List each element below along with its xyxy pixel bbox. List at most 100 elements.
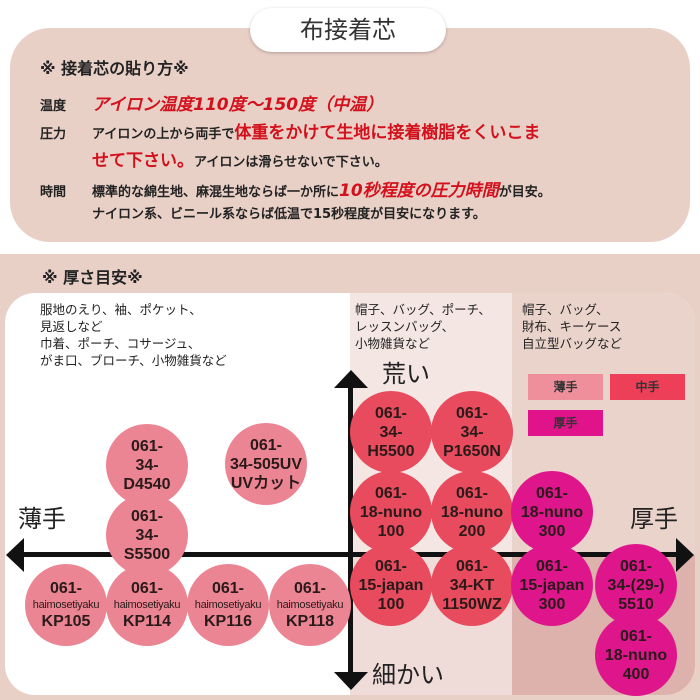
product-code-line: H5500 — [367, 442, 415, 460]
product-code-line: 061- — [374, 557, 408, 575]
temp-text: アイロン温度110度～150度（中温） — [92, 95, 384, 115]
product-code-line: KP116 — [203, 613, 253, 630]
product-code-line: 061- — [374, 404, 408, 422]
pressure-text2: アイロンは滑らせないで下さい。 — [194, 155, 388, 170]
product-circle-34-29--5510: 061-34-(29-)5510 — [595, 544, 677, 626]
product-circle-34--s5500: 061-34-S5500 — [106, 494, 188, 576]
product-code-line: haimosetiyaku — [276, 599, 344, 611]
product-code-line: 34-(29-) — [607, 576, 665, 594]
product-code-line: 18-nuno — [520, 503, 584, 521]
product-code-line: haimosetiyaku — [113, 599, 181, 611]
legend-thin: 薄手 — [528, 374, 603, 400]
product-code-line: 061- — [535, 557, 569, 575]
axis-label-thin: 薄手 — [18, 505, 66, 533]
product-code-line: 34- — [379, 423, 403, 441]
column-medium-uses: 帽子、バッグ、ポーチ、 レッスンバッグ、 小物雑貨など — [355, 302, 491, 351]
product-code-line: 100 — [377, 595, 405, 613]
product-code-line: 34- — [460, 423, 484, 441]
column-thin-uses: 服地のえり、袖、ポケット、 見返しなど 巾着、ポーチ、コサージュ、 がま口、ブロ… — [40, 302, 227, 368]
product-code-line: 061- — [211, 580, 245, 597]
product-code-line: 300 — [538, 595, 566, 613]
product-code-line: 061- — [619, 627, 653, 645]
product-code-line: 34-KT — [449, 576, 495, 594]
thickness-heading: ※ 厚さ目安※ — [42, 268, 143, 287]
product-code-line: KP105 — [41, 613, 91, 630]
arrow-left-icon — [6, 538, 24, 572]
product-code-line: 5510 — [618, 595, 654, 613]
product-code-line: 061- — [455, 484, 489, 502]
product-code-line: haimosetiyaku — [32, 599, 100, 611]
product-code-line: 061- — [535, 484, 569, 502]
pressure-emph2: せて下さい。 — [92, 151, 194, 171]
column-thick-uses: 帽子、バッグ、 財布、キーケース 自立型バッグなど — [522, 302, 623, 351]
product-code-line: S5500 — [123, 545, 171, 563]
product-code-line: D4540 — [123, 475, 171, 493]
product-code-line: 061- — [130, 507, 164, 525]
product-code-line: 061- — [49, 580, 83, 597]
arrow-right-icon — [676, 538, 694, 572]
product-code-line: 061- — [619, 557, 653, 575]
product-code-line: 34-505UV — [229, 455, 303, 473]
howto-heading: ※ 接着芯の貼り方※ — [40, 59, 189, 78]
axis-label-fine: 細かい — [372, 661, 444, 689]
product-code-line: 15-japan — [519, 576, 585, 594]
pressure-row-2: せて下さい。アイロンは滑らせないで下さい。 — [92, 146, 388, 171]
time-emph: 10秒程度の圧力時間 — [339, 181, 499, 201]
axis-label-thick: 厚手 — [630, 505, 678, 533]
time-row: 時間 標準的な綿生地、麻混生地ならば一か所に10秒程度の圧力時間が目安。 — [40, 176, 551, 201]
time-line2: ナイロン系、ビニール系ならば低温で15秒程度が目安になります。 — [92, 207, 486, 222]
product-code-line: 061- — [130, 437, 164, 455]
product-circle-34--p1650n: 061-34-P1650N — [431, 391, 513, 473]
product-code-line: 061- — [374, 484, 408, 502]
product-code-line: 061- — [455, 404, 489, 422]
time-label: 時間 — [40, 185, 67, 200]
arrow-up-icon — [334, 370, 368, 388]
product-code-line: KP114 — [122, 613, 172, 630]
product-code-line: 18-nuno — [359, 503, 423, 521]
product-code-line: 300 — [538, 522, 566, 540]
product-code-line: 34- — [135, 456, 159, 474]
time-text2: が目安。 — [498, 185, 551, 200]
legend-thick: 厚手 — [528, 410, 603, 436]
vertical-axis — [348, 385, 353, 675]
product-code-line: 1150WZ — [442, 595, 502, 613]
product-code-line: 18-nuno — [440, 503, 504, 521]
product-code-line: P1650N — [443, 442, 501, 460]
time-text1: 標準的な綿生地、麻混生地ならば一か所に — [92, 185, 340, 200]
product-code-line: UVカット — [230, 474, 302, 492]
howto-panel — [10, 28, 690, 242]
product-code-line: haimosetiyaku — [194, 599, 262, 611]
product-circle-34--d4540: 061-34-D4540 — [106, 424, 188, 506]
product-code-line: 400 — [622, 665, 650, 683]
temp-label: 温度 — [40, 99, 67, 114]
product-circle-34--h5500: 061-34-H5500 — [350, 391, 432, 473]
product-code-line: 061- — [130, 580, 164, 597]
arrow-down-icon — [334, 672, 368, 690]
legend-medium: 中手 — [610, 374, 685, 400]
product-code-line: KP118 — [285, 613, 335, 630]
product-code-line: 200 — [458, 522, 486, 540]
product-code-line: 100 — [377, 522, 405, 540]
pressure-text1: アイロンの上から両手で — [92, 127, 235, 142]
product-code-line: 061- — [455, 557, 489, 575]
product-code-line: 15-japan — [358, 576, 424, 594]
pressure-label: 圧力 — [40, 127, 67, 142]
product-code-line: 061- — [293, 580, 327, 597]
pressure-emph1: 体重をかけて生地に接着樹脂をくいこま — [234, 123, 541, 143]
axis-label-coarse: 荒い — [382, 360, 430, 388]
product-code-line: 34- — [135, 526, 159, 544]
temp-row: 温度 アイロン温度110度～150度（中温） — [40, 90, 383, 115]
pressure-row: 圧力 アイロンの上から両手で体重をかけて生地に接着樹脂をくいこま — [40, 118, 540, 143]
